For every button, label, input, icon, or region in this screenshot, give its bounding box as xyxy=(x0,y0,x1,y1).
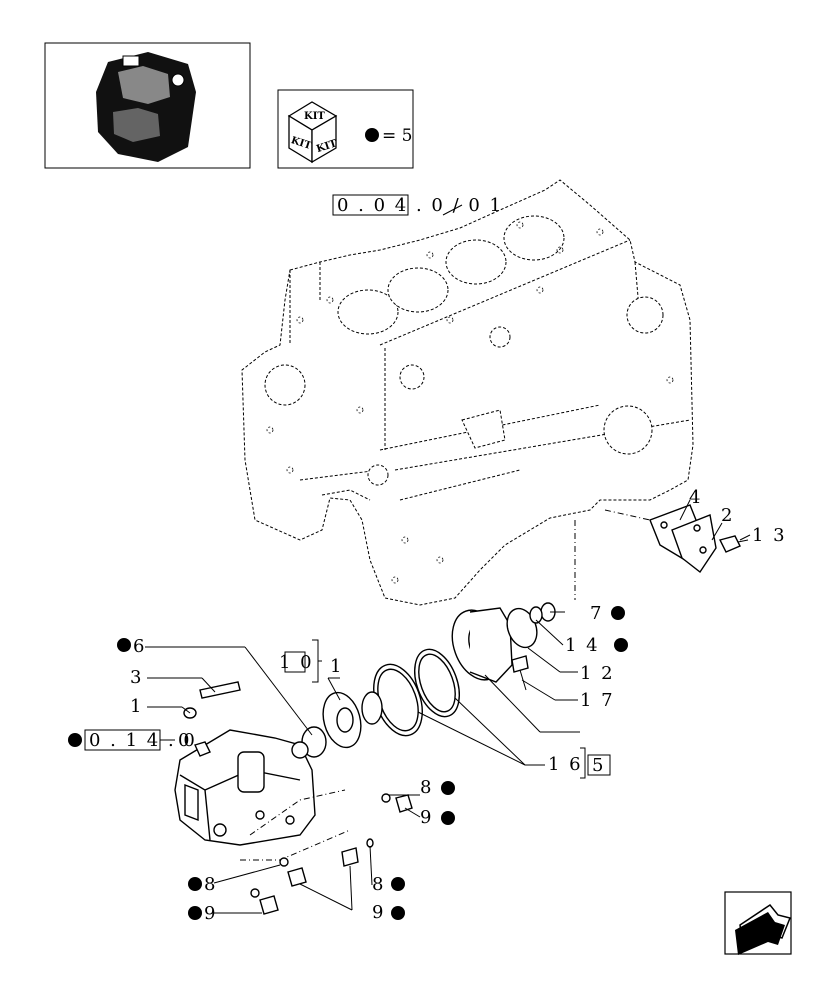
engine-thumbnail[interactable] xyxy=(44,42,251,169)
kit-box-icon: KIT KIT KIT xyxy=(287,101,339,164)
svg-text:0: 0 xyxy=(178,730,191,751)
callout-4: 4 xyxy=(689,487,702,508)
engine-block xyxy=(241,179,694,606)
callout-8-mid: 8 xyxy=(372,874,385,895)
callout-6: 6 xyxy=(133,636,146,657)
callout-13: 1 3 xyxy=(752,525,787,546)
leader-lines xyxy=(145,499,751,914)
callout-8-upper: 8 xyxy=(420,777,433,798)
kit-legend: KIT KIT KIT = 5 xyxy=(277,89,414,169)
kit-equals: = 5 xyxy=(382,126,412,146)
drive-assembly xyxy=(301,520,576,758)
cover-plate-assembly xyxy=(604,504,749,574)
callout-17: 1 7 xyxy=(580,690,615,711)
callout-1-pump: 1 xyxy=(130,696,143,717)
callout-12: 1 2 xyxy=(580,663,615,684)
callout-5: 5 xyxy=(592,755,605,776)
next-page-arrow-icon[interactable] xyxy=(724,891,792,955)
callout-8-lower: 8 xyxy=(204,874,217,895)
callout-labels: 6 3 1 1 0 . 1 4 . 0 0 1 0 1 6 5 1 7 1 2 … xyxy=(68,487,787,924)
pump-reference[interactable]: 0 . 1 4 . 0 xyxy=(84,729,197,751)
pump-reference-label: 0 . 1 4 . 0 xyxy=(89,730,197,751)
kit-top-label: KIT xyxy=(304,111,325,122)
callout-16: 1 6 xyxy=(548,754,583,775)
callout-3: 3 xyxy=(130,667,143,688)
callout-14: 1 4 xyxy=(565,635,600,656)
callout-9-lower: 9 xyxy=(204,903,217,924)
callout-9-upper: 9 xyxy=(420,807,433,828)
fuel-injection-pump xyxy=(174,681,351,861)
plugs-and-seals xyxy=(250,793,413,915)
callout-1-flange: 1 xyxy=(330,656,343,677)
block-reference[interactable]: 0 . 0 4 . 0 / 0 1 xyxy=(332,194,503,216)
callout-9-mid: 9 xyxy=(372,902,385,923)
callout-10: 1 0 xyxy=(279,652,314,673)
callout-7: 7 xyxy=(590,603,603,624)
callout-2: 2 xyxy=(721,505,734,526)
block-reference-label: 0 . 0 4 . 0 / 0 1 xyxy=(337,195,503,216)
